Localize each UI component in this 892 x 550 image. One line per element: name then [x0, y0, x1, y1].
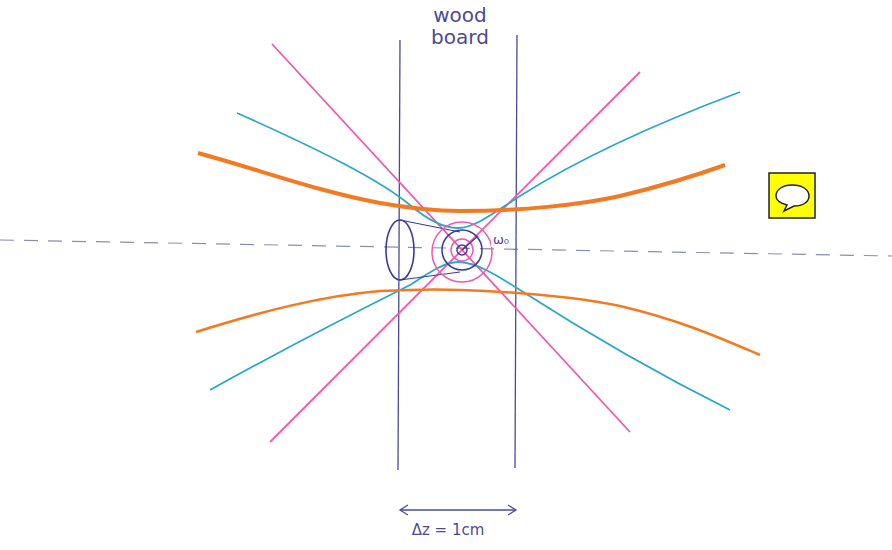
- dimension-label: Δz = 1cm: [410, 522, 487, 539]
- beam-envelope: [210, 262, 730, 410]
- waist-radius: [462, 236, 478, 250]
- board-label: wood board: [413, 4, 508, 48]
- optical-axis: [0, 240, 892, 256]
- waist-circle: [432, 222, 492, 282]
- comment-icon: [776, 185, 809, 211]
- beam-envelope: [198, 153, 725, 211]
- dimension-arrow: [508, 505, 516, 515]
- dimension-arrow: [400, 509, 516, 510]
- beam-cross-section: [400, 220, 460, 232]
- geometric-ray: [272, 44, 630, 432]
- board-edge: [515, 35, 517, 468]
- waist-circle: [442, 230, 482, 270]
- geometric-ray: [270, 72, 640, 442]
- dimension-arrow: [400, 505, 408, 515]
- board-edge: [398, 40, 400, 470]
- comment-icon: [769, 173, 815, 218]
- beam-cross-section: [386, 220, 414, 280]
- beam-envelope: [237, 92, 740, 228]
- beam-cross-section: [400, 272, 460, 280]
- beam-envelope: [196, 289, 760, 355]
- waist-label: ω₀: [491, 233, 511, 247]
